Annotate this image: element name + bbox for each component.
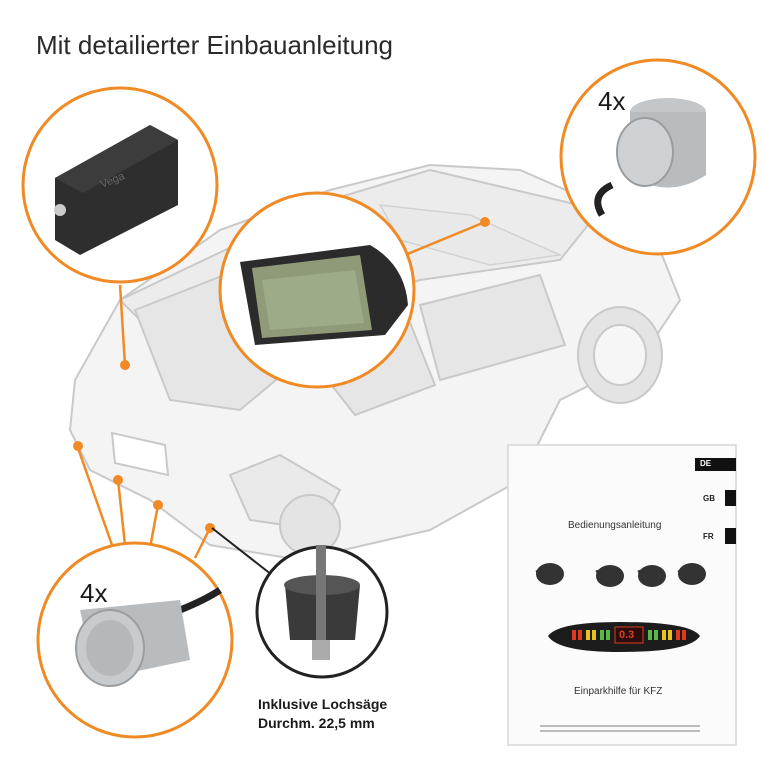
manual-lang-gb: GB <box>703 494 715 503</box>
hole-saw-connector <box>211 527 273 576</box>
display-callout <box>218 191 416 389</box>
hole-saw-caption: Inklusive Lochsäge Durchm. 22,5 mm <box>258 695 387 733</box>
manual-booklet <box>507 444 737 746</box>
hole-saw-caption-line1: Inklusive Lochsäge <box>258 696 388 712</box>
manual-lang-de: DE <box>700 459 712 468</box>
control-module-callout: Vega <box>21 86 219 284</box>
manual-subtitle: Einparkhilfe für KFZ <box>574 686 663 697</box>
hole-saw-caption-line2: Durchm. 22,5 mm <box>258 715 375 731</box>
hole-saw-callout <box>255 545 389 679</box>
sensor-count-top: 4x <box>598 86 626 116</box>
sensor-count-bottom: 4x <box>80 578 108 608</box>
manual-title: Bedienungsanleitung <box>568 520 662 531</box>
headline: Mit detailierter Einbauanleitung <box>36 30 393 60</box>
sensor-callout-bottom <box>36 541 234 739</box>
sensor-callout-top <box>559 58 757 256</box>
manual-display-digits: 0.3 <box>619 629 635 641</box>
manual-lang-fr: FR <box>703 532 714 541</box>
sensor-mount-points <box>73 217 490 533</box>
connector-lines <box>76 220 486 559</box>
